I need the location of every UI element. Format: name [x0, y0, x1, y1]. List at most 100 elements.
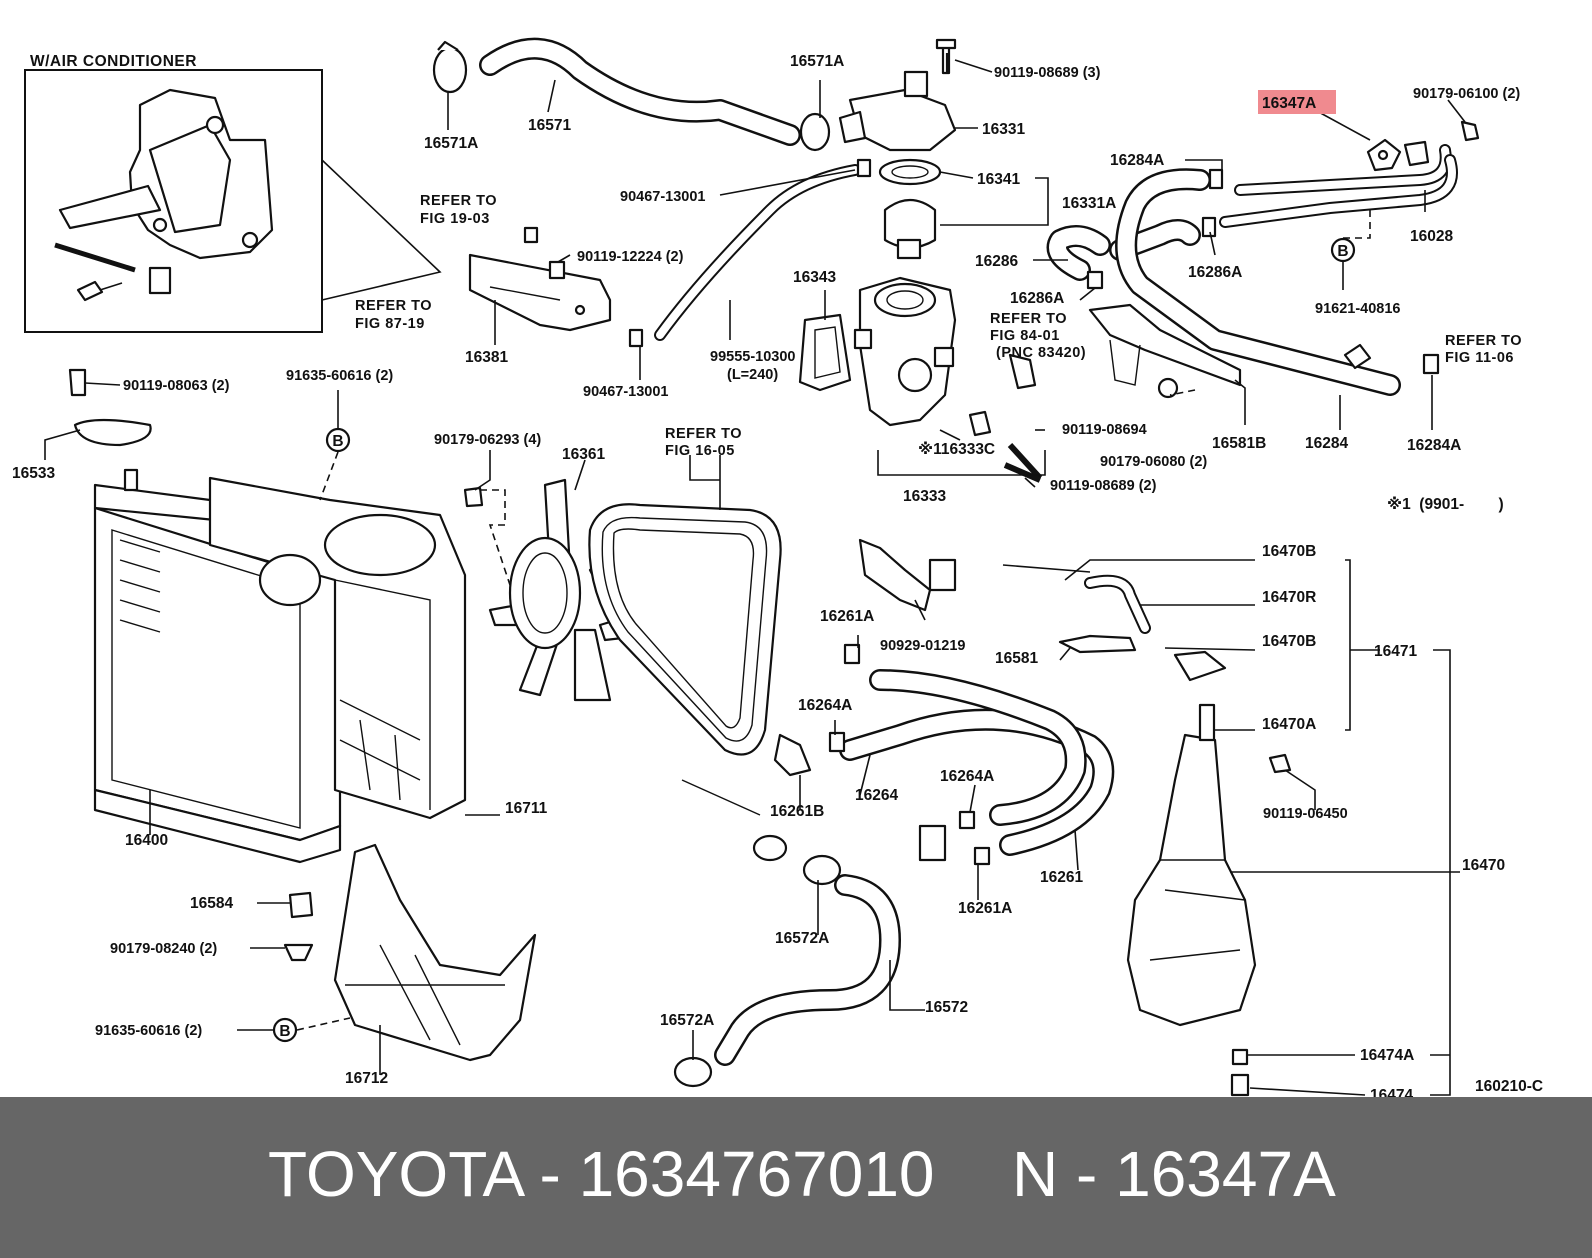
- part-label: 16341: [977, 171, 1020, 188]
- part-label: 16533: [12, 465, 55, 482]
- reservoir-tank: [1058, 574, 1292, 1097]
- part-label: 16331: [982, 121, 1025, 138]
- part-label: 16470B: [1262, 633, 1316, 650]
- brand-part-number: TOYOTA - 1634767010: [268, 1138, 935, 1210]
- b-markers: B B B: [272, 237, 1356, 1043]
- part-label: 90119-08063 (2): [123, 378, 230, 394]
- lower-hose: [673, 779, 901, 1088]
- part-label: 16474A: [1360, 1047, 1414, 1064]
- lower-shroud: [333, 843, 537, 1062]
- part-label: 16572A: [660, 1012, 714, 1029]
- position-code: N - 16347A: [1012, 1138, 1336, 1210]
- part-label: 16581: [995, 650, 1038, 667]
- small-hose: [628, 158, 872, 348]
- bypass-hoses: [1046, 120, 1480, 399]
- part-label: 16712: [345, 1070, 388, 1087]
- part-label: 16333: [903, 488, 946, 505]
- target-part-label: 16347A: [1262, 95, 1316, 112]
- part-label: (L=240): [727, 367, 778, 383]
- part-label: 16474: [1370, 1087, 1413, 1097]
- part-label: ※116333C: [918, 440, 995, 458]
- part-label: 16470: [1462, 857, 1505, 874]
- refer-fig87-line2: FIG 87-19: [355, 316, 425, 332]
- parts-diagram: B B B: [12, 37, 1544, 1097]
- upper-hose: [432, 37, 831, 152]
- part-label: 16711: [505, 800, 548, 817]
- part-label: 16572A: [775, 930, 829, 947]
- part-label: 16584: [190, 895, 233, 912]
- part-label: 16343: [793, 269, 836, 286]
- part-label: ※1 (9901- ): [1387, 495, 1504, 513]
- refer-fig84-line1: REFER TO: [990, 311, 1067, 327]
- part-label: 99555-10300: [710, 349, 795, 365]
- water-inlet: [798, 276, 957, 427]
- part-label: 16571A: [424, 135, 478, 152]
- leader-lines: [44, 59, 1466, 1096]
- part-label: 16286A: [1010, 290, 1064, 307]
- part-label: 16381: [465, 349, 508, 366]
- part-label: 16572: [925, 999, 968, 1016]
- part-label: 91635-60616 (2): [95, 1023, 202, 1039]
- refer-fig84-line2: FIG 84-01: [990, 328, 1060, 344]
- small-fasteners: [68, 53, 1440, 962]
- part-label: 16284A: [1110, 152, 1164, 169]
- part-label: 91635-60616 (2): [286, 368, 393, 384]
- part-label: 91621-40816: [1315, 301, 1400, 317]
- part-label: 90179-06293 (4): [434, 432, 541, 448]
- refer-fig87-line1: REFER TO: [355, 298, 432, 314]
- part-label: 90179-06080 (2): [1100, 454, 1207, 470]
- part-label: 90119-08689 (2): [1050, 478, 1157, 494]
- part-label: 16571: [528, 117, 571, 134]
- refer-fig19-line1: REFER TO: [420, 193, 497, 209]
- part-label: 16284: [1305, 435, 1348, 452]
- refer-fig11-line2: FIG 11-06: [1445, 350, 1514, 366]
- part-label: 90467-13001: [583, 384, 668, 400]
- part-label: 16470A: [1262, 716, 1316, 733]
- part-label: 16331A: [1062, 195, 1116, 212]
- refer-fig16-line2: FIG 16-05: [665, 443, 735, 459]
- part-label: 90119-08689 (3): [994, 65, 1101, 81]
- part-label: 16261B: [770, 803, 824, 820]
- b-marker-2: B: [1337, 243, 1348, 260]
- part-label: 16264A: [798, 697, 852, 714]
- refer-fig16-line1: REFER TO: [665, 426, 742, 442]
- part-label: 90467-13001: [620, 189, 705, 205]
- fan-belt: [588, 503, 782, 756]
- b-marker-3: B: [279, 1023, 290, 1040]
- heater-hoses: [773, 538, 1115, 866]
- part-label: 16261: [1040, 869, 1083, 886]
- part-label: 16028: [1410, 228, 1453, 245]
- part-label: 90119-06450: [1263, 806, 1348, 822]
- part-label: 160210-C: [1475, 1078, 1543, 1095]
- part-label: 16286: [975, 253, 1018, 270]
- bracket-16381: [468, 226, 612, 332]
- part-label: 16261A: [958, 900, 1012, 917]
- part-label: 16284A: [1407, 437, 1461, 454]
- part-label: 16261A: [820, 608, 874, 625]
- refer-fig11-line1: REFER TO: [1445, 333, 1522, 349]
- part-label: 16361: [562, 446, 605, 463]
- inset-title: W/AIR CONDITIONER: [30, 53, 197, 70]
- part-label: 16471: [1374, 643, 1417, 660]
- part-label: 16400: [125, 832, 168, 849]
- b-marker-1: B: [332, 433, 343, 450]
- caption-bar: TOYOTA - 1634767010 N - 16347A: [0, 1097, 1592, 1258]
- target-part-highlight: [1258, 90, 1336, 114]
- diagram-canvas: B B B: [12, 37, 1543, 1097]
- part-label: 90179-06100 (2): [1413, 86, 1520, 102]
- thermostat-housing: [838, 38, 957, 260]
- ac-inset: [24, 69, 442, 333]
- part-label: 90119-12224 (2): [577, 249, 684, 265]
- part-label: 16470R: [1262, 589, 1316, 606]
- fan-shroud: [208, 476, 467, 820]
- part-label: 90929-01219: [880, 638, 965, 654]
- refer-fig19-line2: FIG 19-03: [420, 211, 490, 227]
- part-label: 16571A: [790, 53, 844, 70]
- part-label: 16470B: [1262, 543, 1316, 560]
- part-label: 16286A: [1188, 264, 1242, 281]
- part-label: 90119-08694: [1062, 422, 1147, 438]
- part-labels: 16571A 16571 16571A 90119-08689 (3) 1633…: [12, 53, 1543, 1097]
- part-label: 16264: [855, 787, 898, 804]
- part-label: 16264A: [940, 768, 994, 785]
- part-label: 90179-08240 (2): [110, 941, 217, 957]
